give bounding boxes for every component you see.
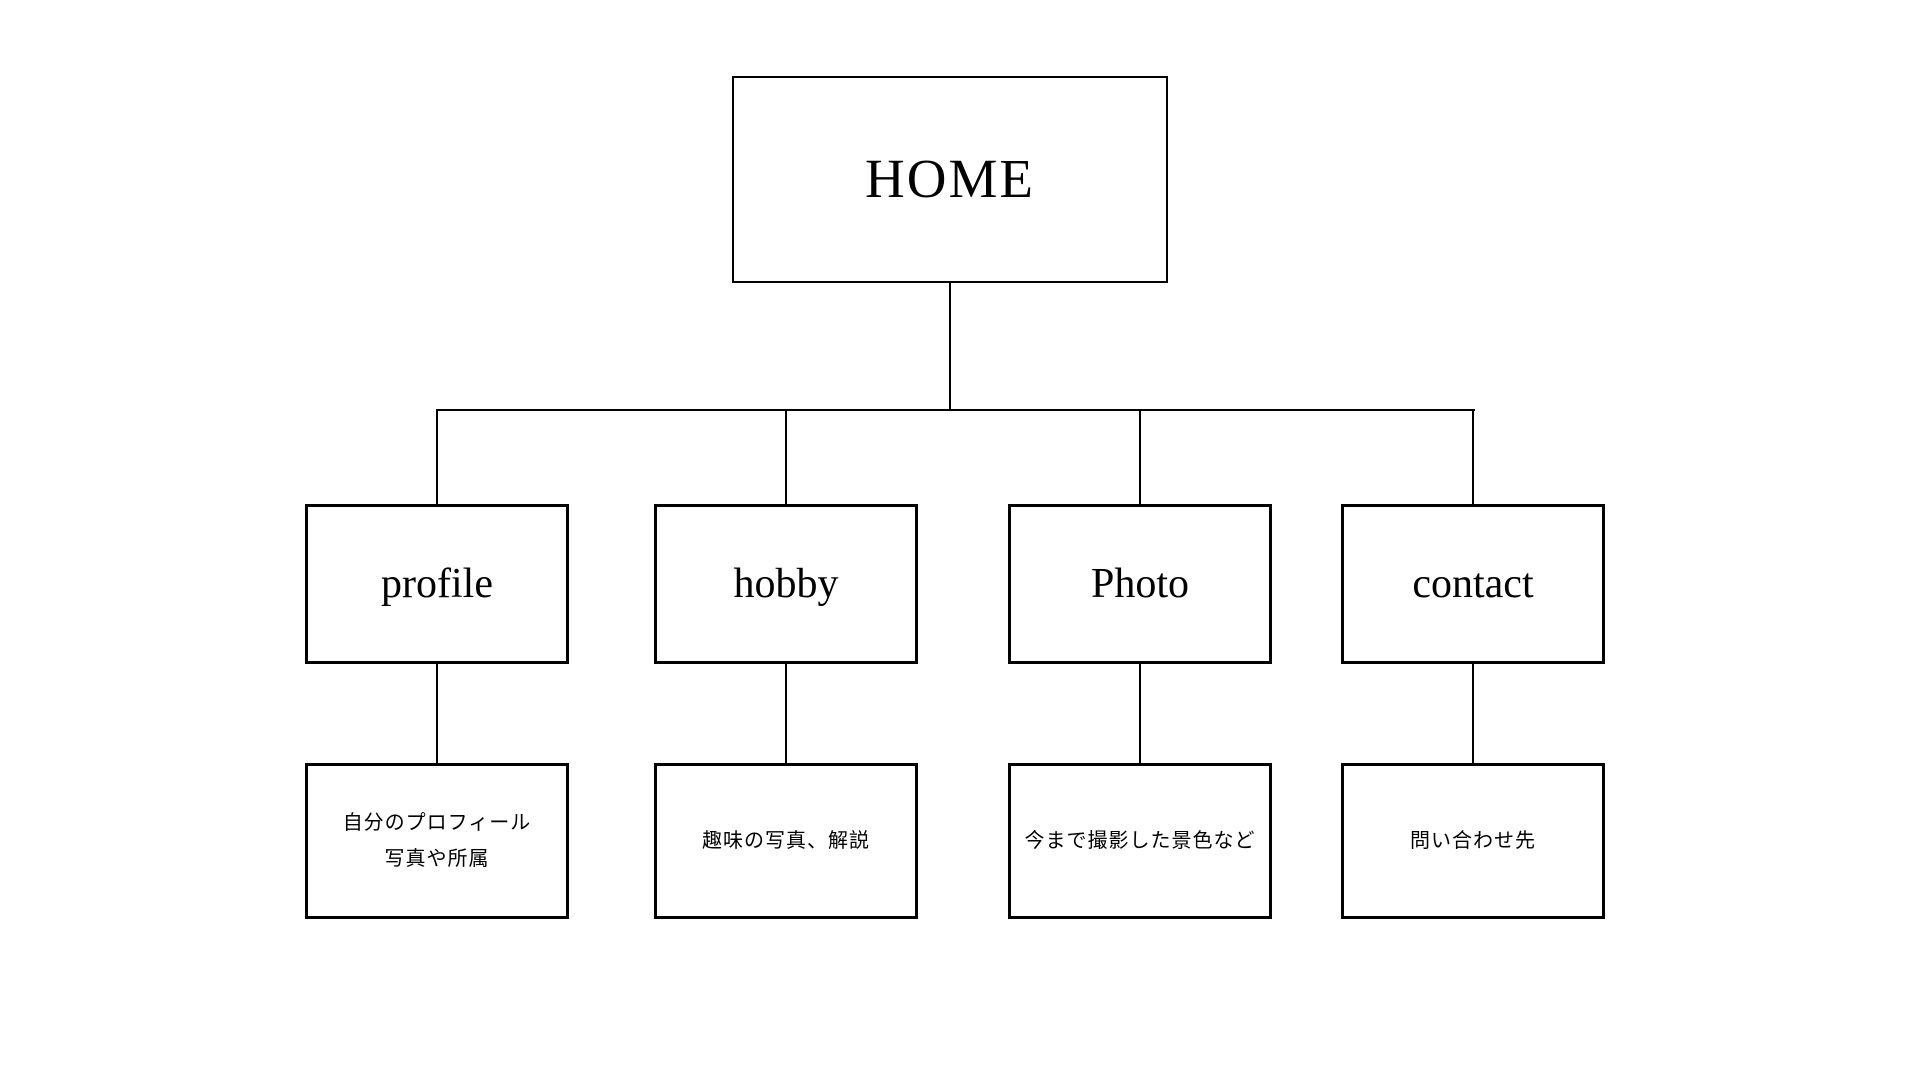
node-photo: Photo (1008, 504, 1272, 664)
node-profile: profile (305, 504, 569, 664)
node-photo-label: Photo (1090, 560, 1190, 607)
connector-drop-photo (1139, 409, 1141, 506)
node-profile-description: 自分のプロフィール 写真や所属 (305, 763, 569, 919)
node-contact: contact (1341, 504, 1605, 664)
node-home: HOME (732, 76, 1168, 283)
connector-stem-profile (436, 661, 438, 766)
connector-stem-hobby (785, 661, 787, 766)
connector-stem-photo (1139, 661, 1141, 766)
node-contact-description: 問い合わせ先 (1341, 763, 1605, 919)
contact-description-line: 問い合わせ先 (1410, 830, 1536, 852)
profile-description-line: 自分のプロフィール (342, 812, 532, 834)
connector-drop-contact (1472, 409, 1474, 506)
photo-description-line: 今まで撮影した景色など (1024, 830, 1256, 852)
hobby-description-line: 趣味の写真、解説 (702, 830, 870, 852)
node-hobby-description: 趣味の写真、解説 (654, 763, 918, 919)
profile-description-line: 写真や所属 (384, 848, 490, 870)
connector-drop-hobby (785, 409, 787, 506)
connector-stem-contact (1472, 661, 1474, 766)
node-profile-label: profile (381, 560, 493, 607)
node-photo-description: 今まで撮影した景色など (1008, 763, 1272, 919)
node-hobby-label: hobby (733, 560, 839, 607)
node-home-label: HOME (865, 148, 1035, 210)
connector-rail (436, 409, 1475, 411)
connector-root-stem (949, 283, 951, 411)
node-hobby: hobby (654, 504, 918, 664)
node-contact-label: contact (1412, 560, 1534, 607)
connector-drop-profile (436, 409, 438, 506)
